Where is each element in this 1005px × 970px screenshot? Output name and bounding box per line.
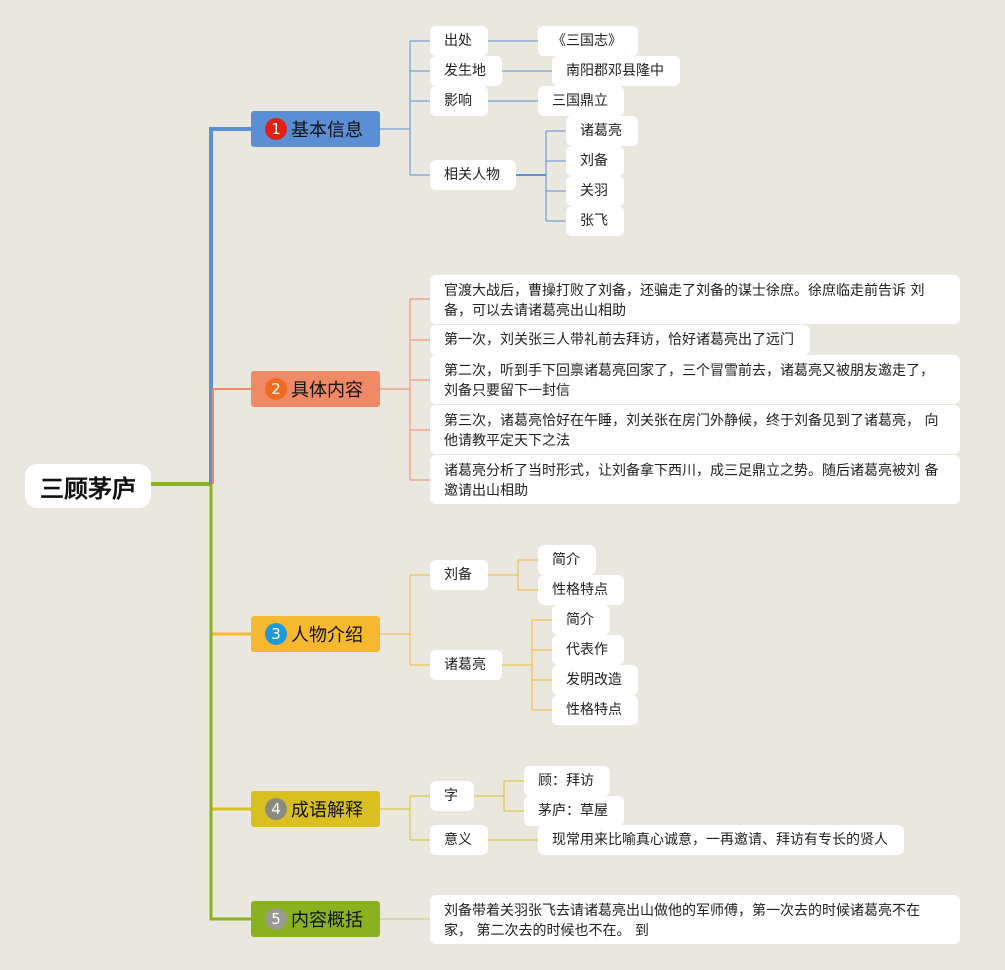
node-person[interactable]: 关羽	[566, 176, 624, 206]
node-char[interactable]: 字	[430, 781, 474, 811]
node-zhuge-item[interactable]: 发明改造	[552, 665, 638, 695]
node-content-item[interactable]: 诸葛亮分析了当时形式，让刘备拿下西川，成三足鼎立之势。随后诸葛亮被刘 备邀请出山…	[430, 455, 960, 504]
number-badge-2: 2	[265, 378, 287, 400]
branch-idiom[interactable]: 4 成语解释	[251, 791, 380, 827]
node-place[interactable]: 发生地	[430, 56, 502, 86]
branch-label: 具体内容	[291, 380, 363, 401]
branch-label: 内容概括	[291, 910, 363, 931]
node-summary-text[interactable]: 刘备带着关羽张飞去请诸葛亮出山做他的军师傅，第一次去的时候诸葛亮不在家， 第二次…	[430, 895, 960, 944]
branch-summary[interactable]: 5 内容概括	[251, 901, 380, 937]
branch-characters[interactable]: 3 人物介绍	[251, 616, 380, 652]
node-source-value[interactable]: 《三国志》	[538, 26, 638, 56]
node-meaning-value[interactable]: 现常用来比喻真心诚意，一再邀请、拜访有专长的贤人	[538, 825, 904, 855]
node-char-meaning[interactable]: 茅庐：草屋	[524, 796, 624, 826]
branch-details[interactable]: 2 具体内容	[251, 371, 380, 407]
node-person[interactable]: 诸葛亮	[566, 116, 638, 146]
node-zhuge-item[interactable]: 性格特点	[552, 695, 638, 725]
branch-label: 基本信息	[291, 120, 363, 141]
node-place-value[interactable]: 南阳郡邓县隆中	[552, 56, 680, 86]
number-badge-5: 5	[265, 908, 287, 930]
number-badge-3: 3	[265, 623, 287, 645]
node-person[interactable]: 刘备	[566, 146, 624, 176]
node-source[interactable]: 出处	[430, 26, 488, 56]
node-zhuge[interactable]: 诸葛亮	[430, 650, 502, 680]
node-meaning[interactable]: 意义	[430, 825, 488, 855]
node-content-item[interactable]: 官渡大战后，曹操打败了刘备，还骗走了刘备的谋士徐庶。徐庶临走前告诉 刘备，可以去…	[430, 275, 960, 324]
node-content-item[interactable]: 第二次，听到手下回禀诸葛亮回家了，三个冒雪前去，诸葛亮又被朋友邀走了，刘备只要留…	[430, 355, 960, 404]
root-node[interactable]: 三顾茅庐	[25, 464, 151, 508]
number-badge-1: 1	[265, 118, 287, 140]
node-zhuge-item[interactable]: 代表作	[552, 635, 624, 665]
branch-basic-info[interactable]: 1 基本信息	[251, 111, 380, 147]
node-content-item[interactable]: 第三次，诸葛亮恰好在午睡，刘关张在房门外静候，终于刘备见到了诸葛亮， 向他请教平…	[430, 405, 960, 454]
number-badge-4: 4	[265, 798, 287, 820]
node-people[interactable]: 相关人物	[430, 160, 516, 190]
branch-label: 人物介绍	[291, 625, 363, 646]
node-zhuge-item[interactable]: 简介	[552, 605, 610, 635]
branch-label: 成语解释	[291, 800, 363, 821]
node-liubei[interactable]: 刘备	[430, 560, 488, 590]
node-char-meaning[interactable]: 顾：拜访	[524, 766, 610, 796]
node-content-item[interactable]: 第一次，刘关张三人带礼前去拜访，恰好诸葛亮出了远门	[430, 325, 810, 355]
node-impact[interactable]: 影响	[430, 86, 488, 116]
node-person[interactable]: 张飞	[566, 206, 624, 236]
node-liubei-item[interactable]: 性格特点	[538, 575, 624, 605]
node-impact-value[interactable]: 三国鼎立	[538, 86, 624, 116]
node-liubei-item[interactable]: 简介	[538, 545, 596, 575]
